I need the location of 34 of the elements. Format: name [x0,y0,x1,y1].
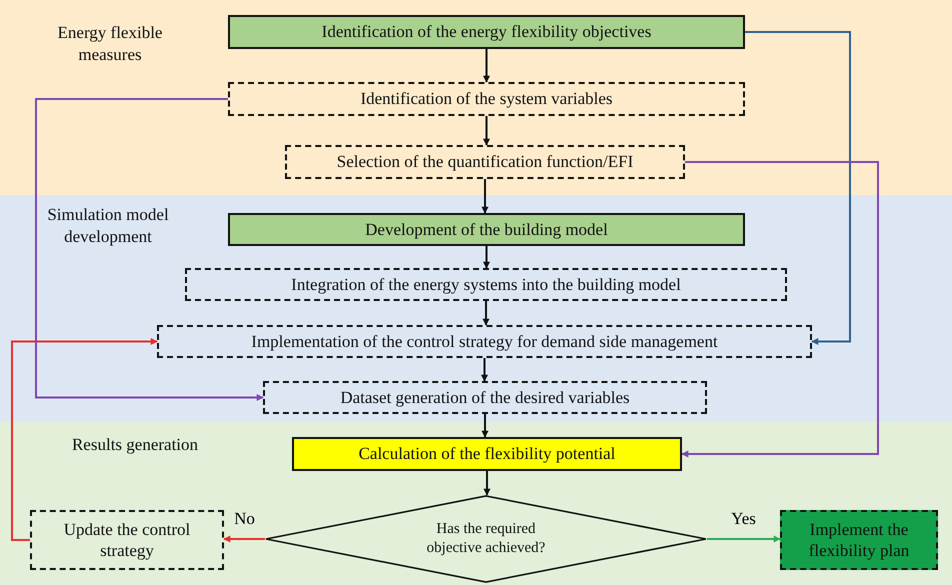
process-box: Dataset generation of the desired variables [263,381,707,414]
arrow [482,179,488,214]
process-box: Integration of the energy systems into the building model [185,268,787,301]
section-heading: Results generation [70,434,200,456]
section-heading: Simulation model development [46,204,170,248]
arrow [681,161,879,458]
arrow [223,536,265,542]
arrow [35,98,264,401]
arrow [483,116,490,146]
edge-label: Yes [730,509,757,529]
arrow [482,414,488,438]
process-box: Identification of the system variables [228,82,745,116]
section-band [0,422,952,585]
process-box: Calculation of the flexibility potential [292,437,682,471]
section-band [0,0,952,195]
arrow [483,49,490,83]
section-band [0,195,952,422]
arrow [481,358,488,382]
arrow [483,246,490,269]
arrow [707,536,781,542]
process-box: Selection of the quantification function/EFI [285,145,685,179]
process-box: Implement the flexibility plan [780,510,938,570]
arrow [11,338,158,541]
arrow [482,301,490,326]
section-heading: Energy flexible measures [56,22,164,66]
process-box: Development of the building model [228,213,745,246]
decision-text: Has the required objective achieved? [426,520,546,558]
decision-diamond [265,495,707,583]
arrow [745,31,851,345]
arrow [484,471,490,496]
process-box: Update the control strategy [30,510,224,570]
process-box: Implementation of the control strategy for demand side management [157,325,812,358]
edge-label: No [233,509,256,529]
process-box: Identification of the energy flexibility objectives [228,15,745,49]
